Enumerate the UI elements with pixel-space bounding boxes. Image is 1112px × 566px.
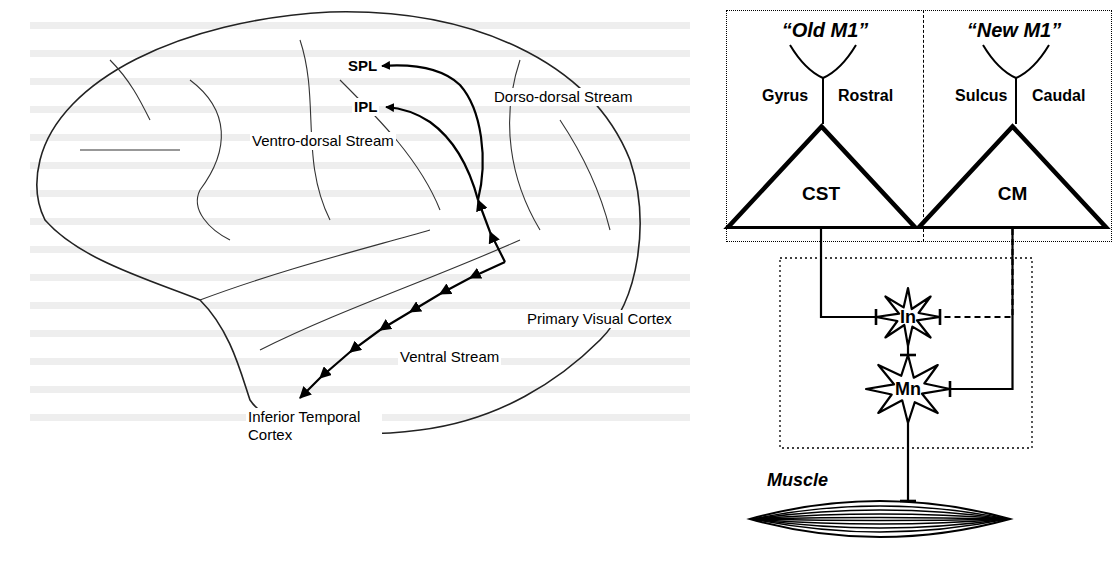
region-label: Rostral bbox=[836, 86, 895, 105]
neuron-label: CM bbox=[916, 183, 1109, 205]
synaptic-connection bbox=[900, 423, 916, 501]
stream-label: Dorso-dorsal Stream bbox=[492, 88, 634, 106]
synaptic-connection bbox=[821, 229, 876, 325]
region-label: Gyrus bbox=[760, 86, 810, 105]
area-label: Inferior Temporal Cortex bbox=[246, 408, 382, 444]
region-label: Caudal bbox=[1030, 86, 1087, 105]
region-title: “Old M1” bbox=[727, 19, 923, 42]
region-title: “New M1” bbox=[918, 19, 1111, 42]
background-print bbox=[30, 22, 690, 421]
synaptic-connection bbox=[900, 346, 916, 355]
motor-region: “Old M1” CST bbox=[726, 10, 924, 242]
neuron-label: In bbox=[900, 307, 916, 328]
synaptic-connection bbox=[950, 229, 1013, 397]
brain-outline bbox=[37, 12, 640, 434]
motoneuron: Mn bbox=[866, 355, 950, 423]
area-label: Primary Visual Cortex bbox=[525, 310, 674, 328]
stream-label: Ventral Stream bbox=[398, 348, 501, 366]
pyramidal-neuron: CST bbox=[725, 125, 918, 229]
stream-label: Ventro-dorsal Stream bbox=[250, 132, 396, 150]
region-label: Sulcus bbox=[953, 86, 1009, 105]
sulci bbox=[80, 40, 610, 350]
area-label: SPL bbox=[346, 57, 379, 75]
interneuron: In bbox=[876, 288, 940, 346]
spinal-box bbox=[780, 258, 1032, 448]
triangle-outline bbox=[725, 125, 918, 229]
area-label: IPL bbox=[352, 98, 379, 116]
stream-arrows bbox=[300, 65, 505, 398]
pyramidal-neuron: CM bbox=[916, 125, 1109, 229]
synaptic-connection bbox=[940, 229, 1013, 325]
triangle-outline bbox=[916, 125, 1109, 229]
muscle-label: Muscle bbox=[767, 470, 828, 491]
motor-region: “New M1” CM bbox=[918, 10, 1112, 242]
dendrites bbox=[790, 45, 1049, 124]
neuron-label: Mn bbox=[895, 379, 921, 400]
muscle: Muscle bbox=[745, 468, 1015, 540]
neuron-label: CST bbox=[725, 183, 918, 205]
